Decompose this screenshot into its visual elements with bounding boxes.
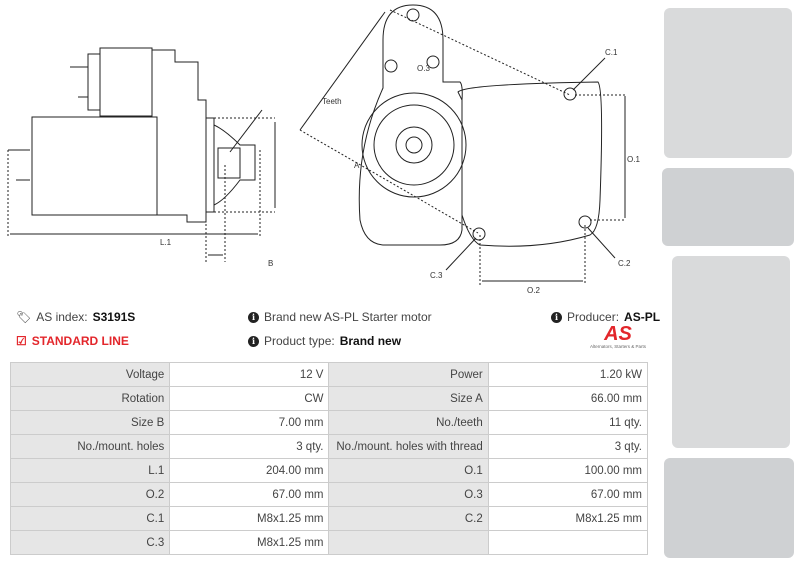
spec-label: O.1 [328, 458, 489, 483]
spec-label: O.2 [9, 482, 171, 507]
label-o3: O.3 [417, 64, 430, 73]
spec-value: 100.00 mm [487, 458, 649, 483]
spec-label: C.3 [9, 530, 171, 555]
product-photo-front[interactable] [664, 8, 792, 158]
tags-icon: 🏷 [16, 310, 32, 324]
spec-value: 12 V [169, 362, 330, 387]
spec-value: 67.00 mm [169, 482, 330, 507]
spec-value: M8x1.25 mm [169, 530, 330, 555]
label-o1: O.1 [627, 155, 640, 164]
spec-value [487, 530, 649, 555]
spec-label: C.1 [9, 506, 171, 531]
standard-line: ☑STANDARD LINE [16, 334, 129, 348]
spec-value: 1.20 kW [487, 362, 649, 387]
spec-value: M8x1.25 mm [487, 506, 649, 531]
label-teeth: Teeth [322, 97, 342, 106]
as-index: 🏷AS index:S3191S [16, 310, 136, 324]
spec-label: C.2 [328, 506, 489, 531]
spec-value: 7.00 mm [169, 410, 330, 435]
product-photo-angle[interactable] [664, 458, 794, 558]
spec-label: Size B [9, 410, 171, 435]
info-icon: i [248, 311, 259, 323]
side-view [7, 47, 276, 262]
label-c2: C.2 [618, 259, 631, 268]
technical-drawing: Teeth A B L.1 O.1 O.2 O.3 C.1 C.2 C.3 [7, 4, 640, 295]
label-c1: C.1 [605, 48, 618, 57]
spec-value: 11 qty. [487, 410, 649, 435]
spec-value: 3 qty. [487, 434, 649, 459]
product-photo-side[interactable] [662, 168, 794, 246]
spec-label: No./mount. holes [9, 434, 171, 459]
label-c3: C.3 [430, 271, 443, 280]
info-icon: i [551, 311, 562, 323]
spec-label: Size A [328, 386, 489, 411]
spec-label: O.3 [328, 482, 489, 507]
spec-label: No./teeth [328, 410, 489, 435]
label-l1: L.1 [160, 238, 172, 247]
spec-label: No./mount. holes with thread [328, 434, 489, 459]
checkbox-icon: ☑ [16, 334, 27, 348]
front-view [299, 4, 626, 285]
spec-label: Voltage [9, 362, 171, 387]
spec-value: M8x1.25 mm [169, 506, 330, 531]
spec-value: 204.00 mm [169, 458, 330, 483]
info-icon: i [248, 335, 259, 347]
product-photo-rear[interactable] [672, 256, 790, 448]
spec-value: 66.00 mm [487, 386, 649, 411]
spec-label: L.1 [9, 458, 171, 483]
label-o2: O.2 [527, 286, 540, 295]
spec-value: CW [169, 386, 330, 411]
label-a: A [354, 161, 360, 170]
spec-value: 67.00 mm [487, 482, 649, 507]
spec-label [328, 530, 489, 555]
spec-value: 3 qty. [169, 434, 330, 459]
spec-label: Power [328, 362, 489, 387]
label-b: B [268, 259, 273, 268]
spec-label: Rotation [9, 386, 171, 411]
